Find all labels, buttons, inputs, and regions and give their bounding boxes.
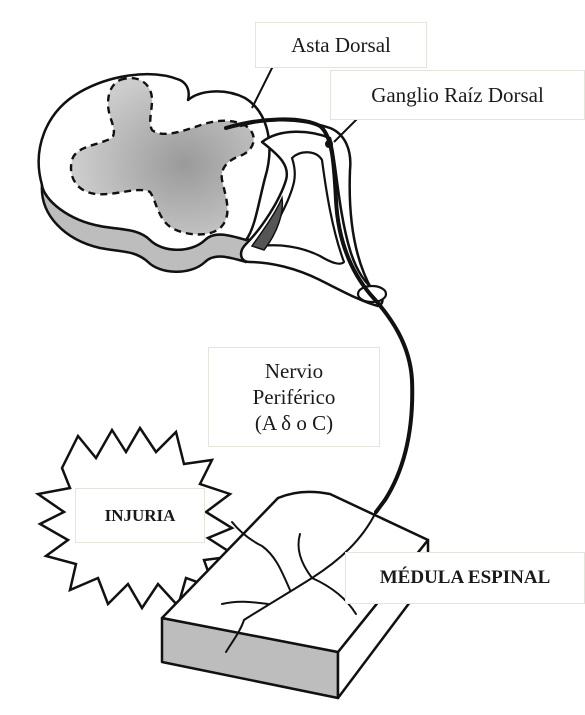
- label-ganglio-text: Ganglio Raíz Dorsal: [371, 82, 544, 108]
- label-medula-text: MÉDULA ESPINAL: [380, 566, 551, 590]
- label-nervio-line-2: Periférico: [253, 384, 336, 410]
- ganglion-cell-dot: [325, 140, 333, 148]
- label-injuria-text: INJURIA: [105, 505, 176, 526]
- label-asta-dorsal: Asta Dorsal: [255, 22, 427, 68]
- label-nervio-line-3: (A δ o C): [255, 410, 333, 436]
- label-ganglio-raiz-dorsal: Ganglio Raíz Dorsal: [330, 70, 585, 120]
- label-injuria: INJURIA: [75, 488, 205, 543]
- label-nervio-line-1: Nervio: [265, 358, 323, 384]
- label-asta-dorsal-text: Asta Dorsal: [291, 32, 391, 58]
- label-nervio-periferico: Nervio Periférico (A δ o C): [208, 347, 380, 447]
- leader-ganglio: [334, 118, 358, 142]
- leader-asta: [252, 62, 275, 108]
- label-medula-espinal: MÉDULA ESPINAL: [345, 552, 585, 604]
